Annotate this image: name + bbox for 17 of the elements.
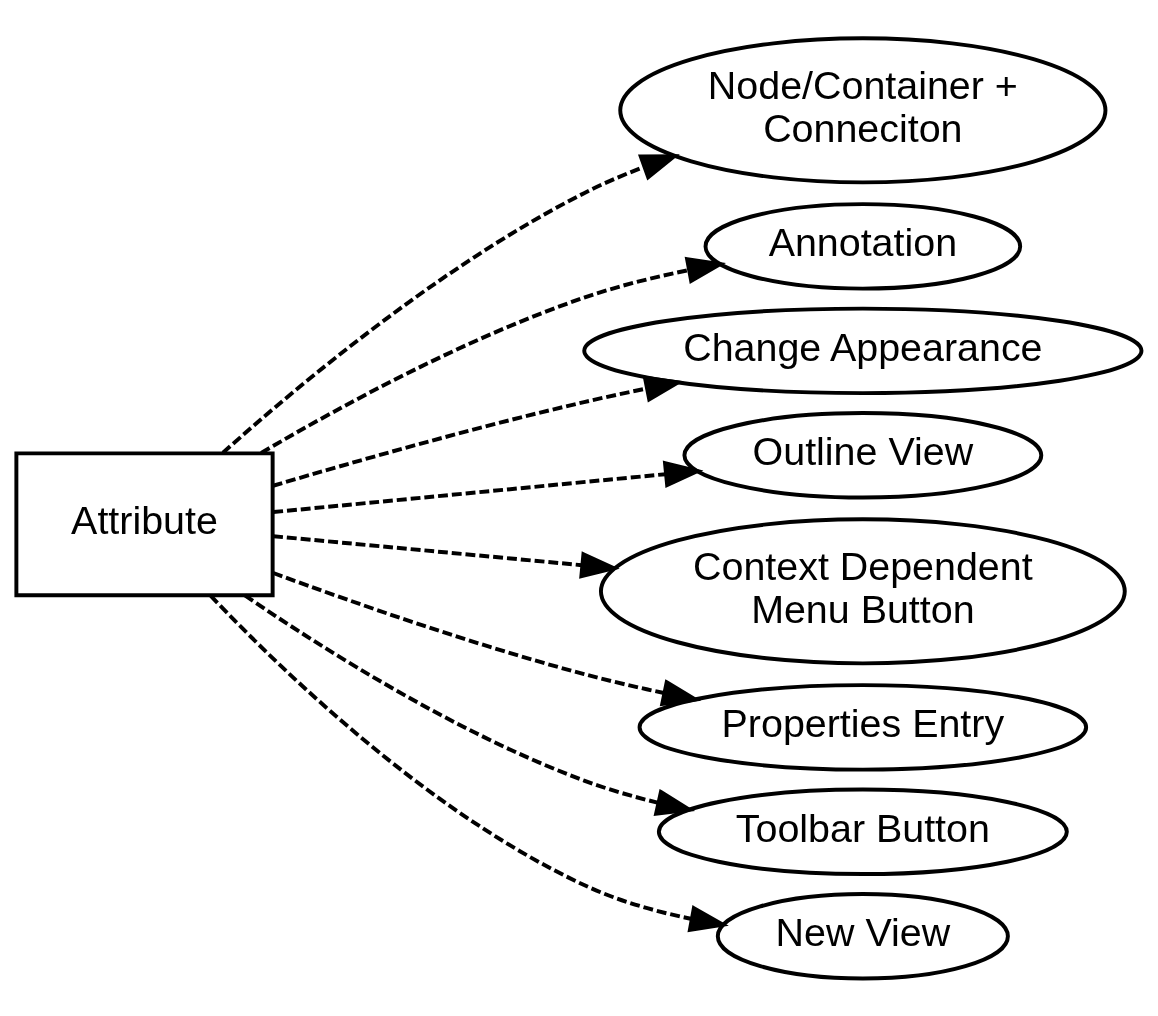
arrow — [273, 534, 620, 579]
node-ellipse: Annotation — [703, 202, 1023, 291]
arrow — [272, 375, 684, 488]
node-box: Attribute — [14, 451, 275, 598]
node-ellipse: Toolbar Button — [656, 787, 1069, 877]
node-ellipse: Properties Entry — [637, 683, 1089, 772]
node-ellipse: Outline View — [682, 411, 1044, 500]
arrow — [272, 571, 702, 707]
arrow — [273, 460, 704, 515]
arrow — [209, 594, 729, 933]
node-ellipse: Context Dependent Menu Button — [598, 517, 1127, 666]
node-ellipse: New View — [715, 892, 1010, 981]
node-ellipse: Node/Container + Conneciton — [618, 36, 1108, 185]
node-ellipse: Change Appearance — [582, 306, 1144, 396]
arrow — [221, 154, 680, 455]
arrow — [243, 593, 696, 816]
arrow — [260, 256, 726, 455]
